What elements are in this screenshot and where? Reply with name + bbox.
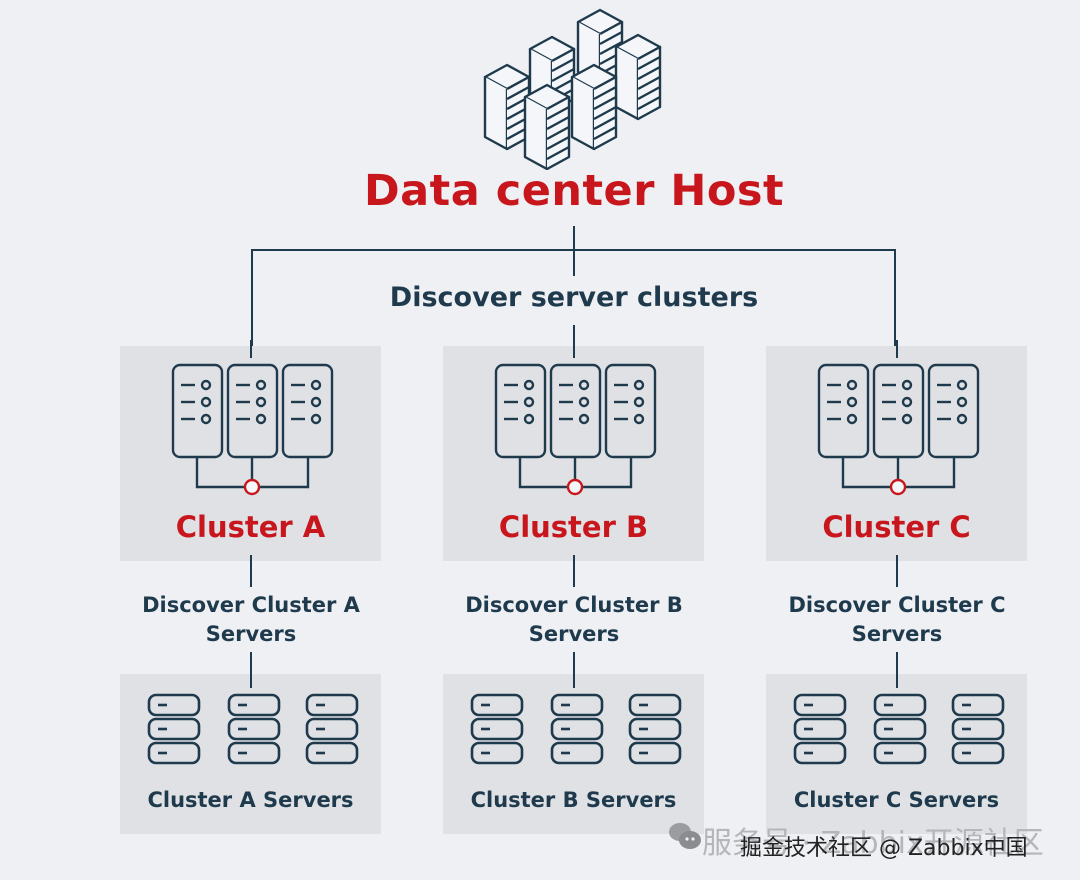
discover-cluster-label: Discover Cluster A Servers	[116, 591, 386, 649]
watermark-front-text: 掘金技术社区 @ Zabbix中国	[740, 836, 1028, 861]
cluster-servers-icon	[494, 363, 657, 496]
server-rack-group-icon	[483, 8, 662, 170]
connector-line	[573, 555, 575, 587]
discover-cluster-label-line1: Discover Cluster C	[788, 593, 1006, 617]
connector-line	[894, 249, 896, 357]
cluster-servers-icon	[171, 363, 334, 496]
connector-line	[573, 340, 575, 358]
cluster-servers-label: Cluster B Servers	[470, 788, 677, 812]
discover-cluster-label-line2: Servers	[528, 622, 620, 646]
diagram-title: Data center Host	[363, 166, 785, 216]
cluster-servers-icon	[817, 363, 980, 496]
discover-cluster-label-line2: Servers	[851, 622, 943, 646]
wechat-icon	[669, 823, 701, 849]
cluster-name: Cluster C	[822, 510, 971, 544]
connector-line	[250, 666, 252, 688]
connector-line	[250, 555, 252, 587]
watermark-back-text: 服务号 · Zabbix开源社区	[702, 826, 1044, 861]
cluster-name: Cluster B	[498, 510, 649, 544]
discover-cluster-label-line1: Discover Cluster B	[465, 593, 683, 617]
connector-line	[573, 226, 575, 276]
cluster-panel	[766, 346, 1027, 561]
cluster-panel	[120, 346, 381, 561]
cluster-panel	[443, 346, 704, 561]
discover-cluster-label-line2: Servers	[205, 622, 297, 646]
cluster-servers-label: Cluster A Servers	[147, 788, 354, 812]
connector-line	[896, 666, 898, 688]
discover-clusters-label: Discover server clusters	[389, 282, 759, 313]
server-stack-icons	[793, 693, 1005, 765]
cluster-servers-label: Cluster C Servers	[793, 788, 1000, 812]
server-stack-icons	[147, 693, 359, 765]
server-stack-icons	[470, 693, 682, 765]
connector-line	[573, 666, 575, 688]
discover-cluster-label-line1: Discover Cluster A	[142, 593, 360, 617]
connector-line	[251, 249, 253, 357]
discover-cluster-label: Discover Cluster C Servers	[762, 591, 1032, 649]
cluster-name: Cluster A	[175, 510, 326, 544]
connector-line	[896, 555, 898, 587]
discover-cluster-label: Discover Cluster B Servers	[439, 591, 709, 649]
connector-line	[896, 340, 898, 358]
connector-line	[251, 249, 896, 251]
connector-line	[250, 340, 252, 358]
